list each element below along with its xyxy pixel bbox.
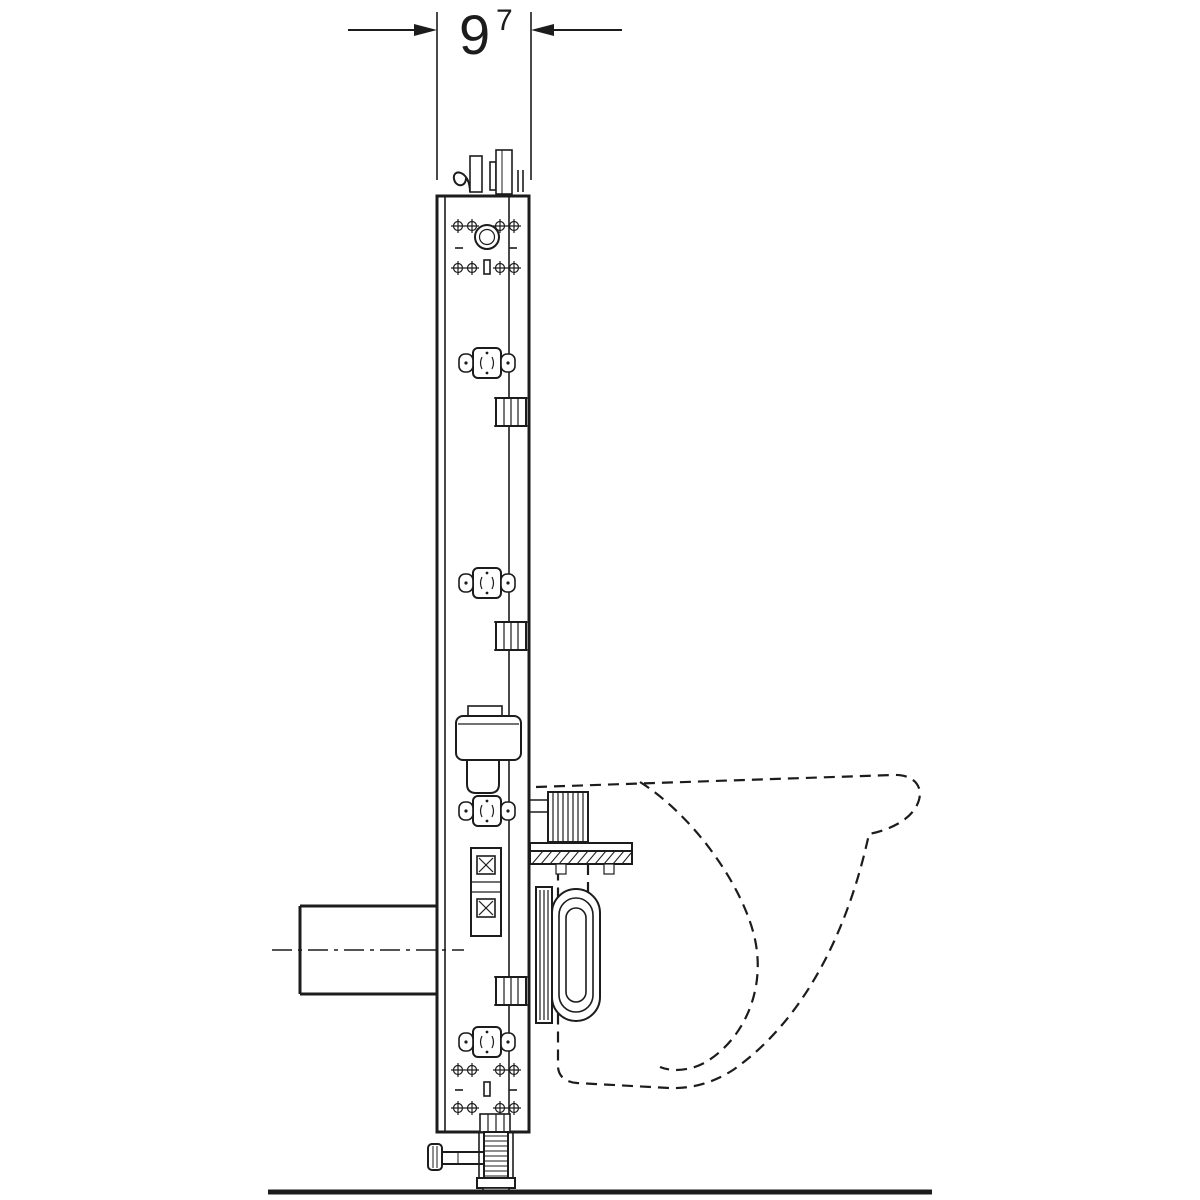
anchor-bar bbox=[469, 155, 483, 193]
rail-block bbox=[470, 847, 502, 937]
wc-mounting-plate bbox=[529, 842, 633, 875]
plate-bolt-left bbox=[555, 863, 567, 875]
mounting-plate-body bbox=[529, 850, 633, 865]
rail-block-cutout-2 bbox=[476, 898, 496, 918]
pipe-clip-4 bbox=[458, 1026, 516, 1058]
dimension-arrowhead-right bbox=[531, 24, 554, 36]
valve-cap bbox=[467, 705, 503, 717]
threaded-rod bbox=[483, 1131, 509, 1179]
dimension-arrowhead-left bbox=[414, 24, 437, 36]
screw-pair-lower-left-1 bbox=[451, 1063, 479, 1077]
screw-pair-bottom-left bbox=[451, 261, 479, 275]
rail-fitting-2 bbox=[494, 621, 528, 651]
mounting-plate-top bbox=[529, 842, 633, 852]
wc-pan-inner-bowl bbox=[639, 781, 759, 1072]
foot-collar bbox=[476, 1177, 516, 1189]
screw-pair-lower-right-2 bbox=[493, 1101, 521, 1115]
plate-center-slot-bottom bbox=[483, 1081, 491, 1097]
dimension-exponent: 7 bbox=[496, 4, 513, 37]
valve-outlet bbox=[466, 759, 500, 794]
dimension-value: 9 bbox=[459, 3, 490, 66]
adjuster-knob bbox=[427, 1143, 443, 1171]
pipe-clip-2 bbox=[458, 567, 516, 599]
fastening-bolt-inner bbox=[478, 228, 496, 246]
top-wall-anchor-hardware bbox=[452, 149, 524, 195]
foot-clamp bbox=[479, 1113, 511, 1133]
rail-fitting-3 bbox=[494, 976, 528, 1006]
leveling-foot bbox=[427, 1131, 516, 1193]
plate-bolt-right bbox=[603, 863, 615, 875]
anchor-post bbox=[495, 149, 513, 195]
plate-center-slot bbox=[483, 259, 491, 275]
anchor-hook bbox=[452, 171, 471, 193]
rail-fitting-1 bbox=[494, 397, 528, 427]
wc-pan-outer-profile bbox=[535, 773, 921, 1090]
flush-valve-assembly bbox=[455, 705, 522, 794]
dimension-annotation: 9 7 bbox=[348, 3, 622, 180]
mounting-plate-hatch bbox=[531, 850, 632, 865]
screw-pair-bottom-right bbox=[493, 261, 521, 275]
screw-pair-top-right bbox=[493, 219, 521, 233]
drain-socket bbox=[535, 886, 601, 1024]
rail-block-cutout-1 bbox=[476, 855, 496, 875]
flush-pipe-connector bbox=[529, 791, 589, 843]
fastening-bolt-outer bbox=[474, 224, 500, 250]
anchor-spacer bbox=[489, 161, 497, 191]
pipe-clip-1 bbox=[458, 347, 516, 379]
screw-pair-top-left bbox=[451, 219, 479, 233]
thread-lines bbox=[484, 1135, 508, 1177]
drain-ring-inner bbox=[565, 907, 587, 1003]
valve-body bbox=[455, 715, 522, 761]
inlet-pipe bbox=[272, 904, 464, 996]
screw-pair-lower-left-2 bbox=[451, 1101, 479, 1115]
bottom-mounting-plate bbox=[451, 1063, 521, 1133]
screw-pair-lower-right-1 bbox=[493, 1063, 521, 1077]
top-mounting-plate bbox=[451, 219, 521, 275]
pipe-clip-3 bbox=[458, 795, 516, 827]
flush-pipe-ribs bbox=[552, 792, 584, 842]
